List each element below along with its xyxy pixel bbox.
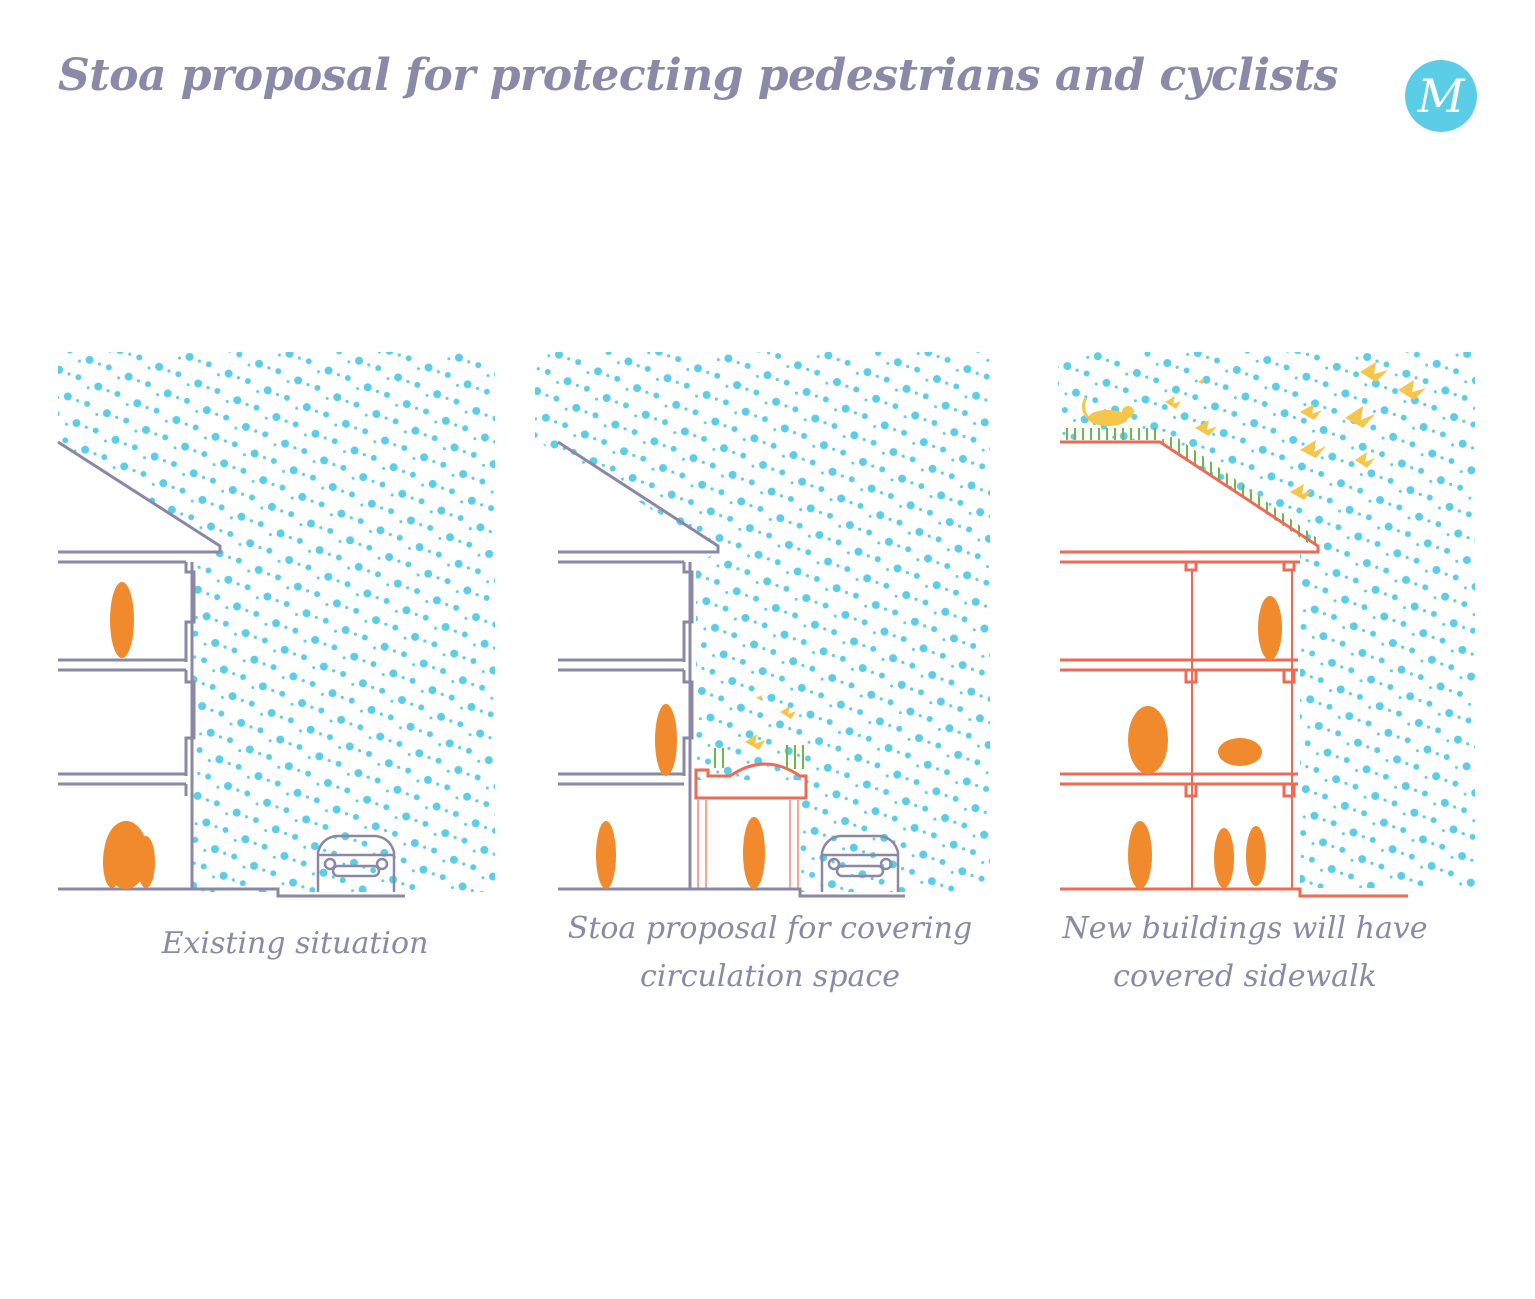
car [820,834,900,892]
logo-letter: M [1417,69,1465,123]
car [316,834,396,892]
new-building [1060,440,1408,898]
caption-new-buildings: New buildings will have covered sidewalk [1062,911,1428,994]
butterflies [745,695,796,750]
green-roof [1060,428,1320,546]
people [1128,596,1282,889]
caption-stoa-proposal: Stoa proposal for covering circulation s… [567,911,973,994]
cat [1081,397,1134,426]
canopy-planting [708,745,810,769]
existing-building [557,440,905,898]
people [596,704,765,889]
panel-existing [57,352,495,898]
panel-new-buildings [1058,352,1475,898]
stoa-canopy [694,762,808,888]
page-title: Stoa proposal for protecting pedestrians… [58,50,1338,101]
rain-area [535,352,990,892]
birds [1165,362,1426,500]
caption-existing: Existing situation [161,926,429,961]
people [103,582,155,889]
logo: M [1405,60,1477,132]
panel-stoa-proposal [535,352,990,898]
existing-building [57,440,405,898]
rain-area [1058,352,1475,888]
rain-area [58,352,495,892]
